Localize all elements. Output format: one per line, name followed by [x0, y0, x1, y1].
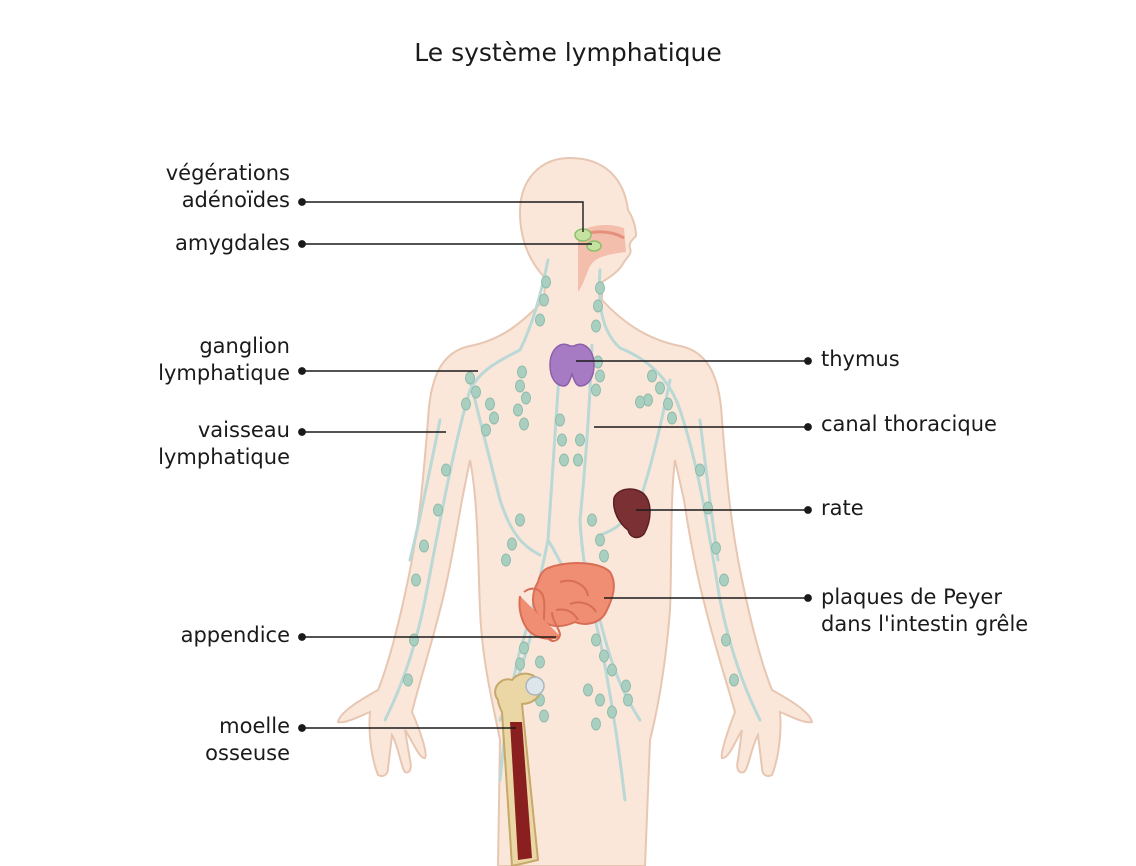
lymph-node [596, 370, 605, 382]
lymph-node [622, 680, 631, 692]
label-spleen: rate [821, 495, 1131, 522]
lymph-node [508, 538, 517, 550]
leader-tonsils-dot [299, 241, 305, 247]
lymph-node [592, 384, 601, 396]
lymph-node [576, 434, 585, 446]
lymph-node [592, 320, 601, 332]
label-bone-marrow: moelle osseuse [0, 713, 290, 767]
leader-thymus-dot [805, 358, 811, 364]
lymph-node [704, 502, 713, 514]
leader-bone-marrow-dot [299, 725, 305, 731]
leader-lymph-node-dot [299, 368, 305, 374]
lymph-node [624, 694, 633, 706]
leader-peyer-patches-dot [805, 595, 811, 601]
tonsil-mark [587, 241, 601, 251]
lymph-node [516, 514, 525, 526]
label-thymus: thymus [821, 346, 1131, 373]
lymph-node [514, 404, 523, 416]
label-lymph-vessel: vaisseau lymphatique [0, 417, 290, 471]
leader-appendix-dot [299, 634, 305, 640]
lymph-node [560, 454, 569, 466]
lymph-node [574, 454, 583, 466]
label-peyer-patches: plaques de Peyer dans l'intestin grêle [821, 584, 1131, 638]
lymph-node [730, 674, 739, 686]
lymph-node [482, 424, 491, 436]
lymph-node [722, 634, 731, 646]
lymph-node [516, 380, 525, 392]
lymph-node [696, 464, 705, 476]
lymph-node [472, 386, 481, 398]
lymph-node [656, 382, 665, 394]
lymph-node [518, 366, 527, 378]
leader-thoracic-duct-dot [805, 424, 811, 430]
lymph-node [712, 542, 721, 554]
lymph-node [644, 394, 653, 406]
lymph-node [404, 674, 413, 686]
lymph-node [412, 574, 421, 586]
lymph-node [594, 300, 603, 312]
body-silhouette [338, 158, 812, 866]
lymph-node [556, 414, 565, 426]
leader-lymph-vessel-dot [299, 429, 305, 435]
lymph-node [540, 294, 549, 306]
lymph-node [442, 464, 451, 476]
lymph-node [502, 554, 511, 566]
lymph-node [608, 706, 617, 718]
lymph-node [434, 504, 443, 516]
lymph-node [664, 398, 673, 410]
lymph-node [520, 642, 529, 654]
lymph-node [558, 434, 567, 446]
leader-spleen-dot [805, 507, 811, 513]
lymph-node [588, 514, 597, 526]
lymph-node [536, 656, 545, 668]
label-thoracic-duct: canal thoracique [821, 411, 1131, 438]
lymph-node [536, 314, 545, 326]
lymph-node [486, 398, 495, 410]
lymph-node [522, 392, 531, 404]
lymph-node [410, 634, 419, 646]
lymph-node [636, 396, 645, 408]
label-tonsils: amygdales [0, 230, 290, 257]
label-lymph-node: ganglion lymphatique [0, 333, 290, 387]
label-appendix: appendice [0, 622, 290, 649]
lymph-node [542, 276, 551, 288]
label-adenoids: végérations adénoïdes [0, 160, 290, 214]
lymph-node [720, 574, 729, 586]
lymph-node [584, 684, 593, 696]
lymph-node [462, 398, 471, 410]
lymph-node [592, 718, 601, 730]
lymph-node [420, 540, 429, 552]
lymph-node [592, 634, 601, 646]
lymph-node [490, 412, 499, 424]
lymph-node [520, 418, 529, 430]
lymph-node [516, 658, 525, 670]
lymph-node [596, 694, 605, 706]
lymph-node [608, 664, 617, 676]
lymph-node [596, 282, 605, 294]
lymph-node [600, 550, 609, 562]
lymph-node [466, 372, 475, 384]
lymph-node [596, 534, 605, 546]
lymph-node [648, 370, 657, 382]
lymph-node [594, 356, 603, 368]
lymph-node [540, 710, 549, 722]
lymph-node [600, 650, 609, 662]
leader-adenoids-dot [299, 199, 305, 205]
lymph-node [668, 412, 677, 424]
